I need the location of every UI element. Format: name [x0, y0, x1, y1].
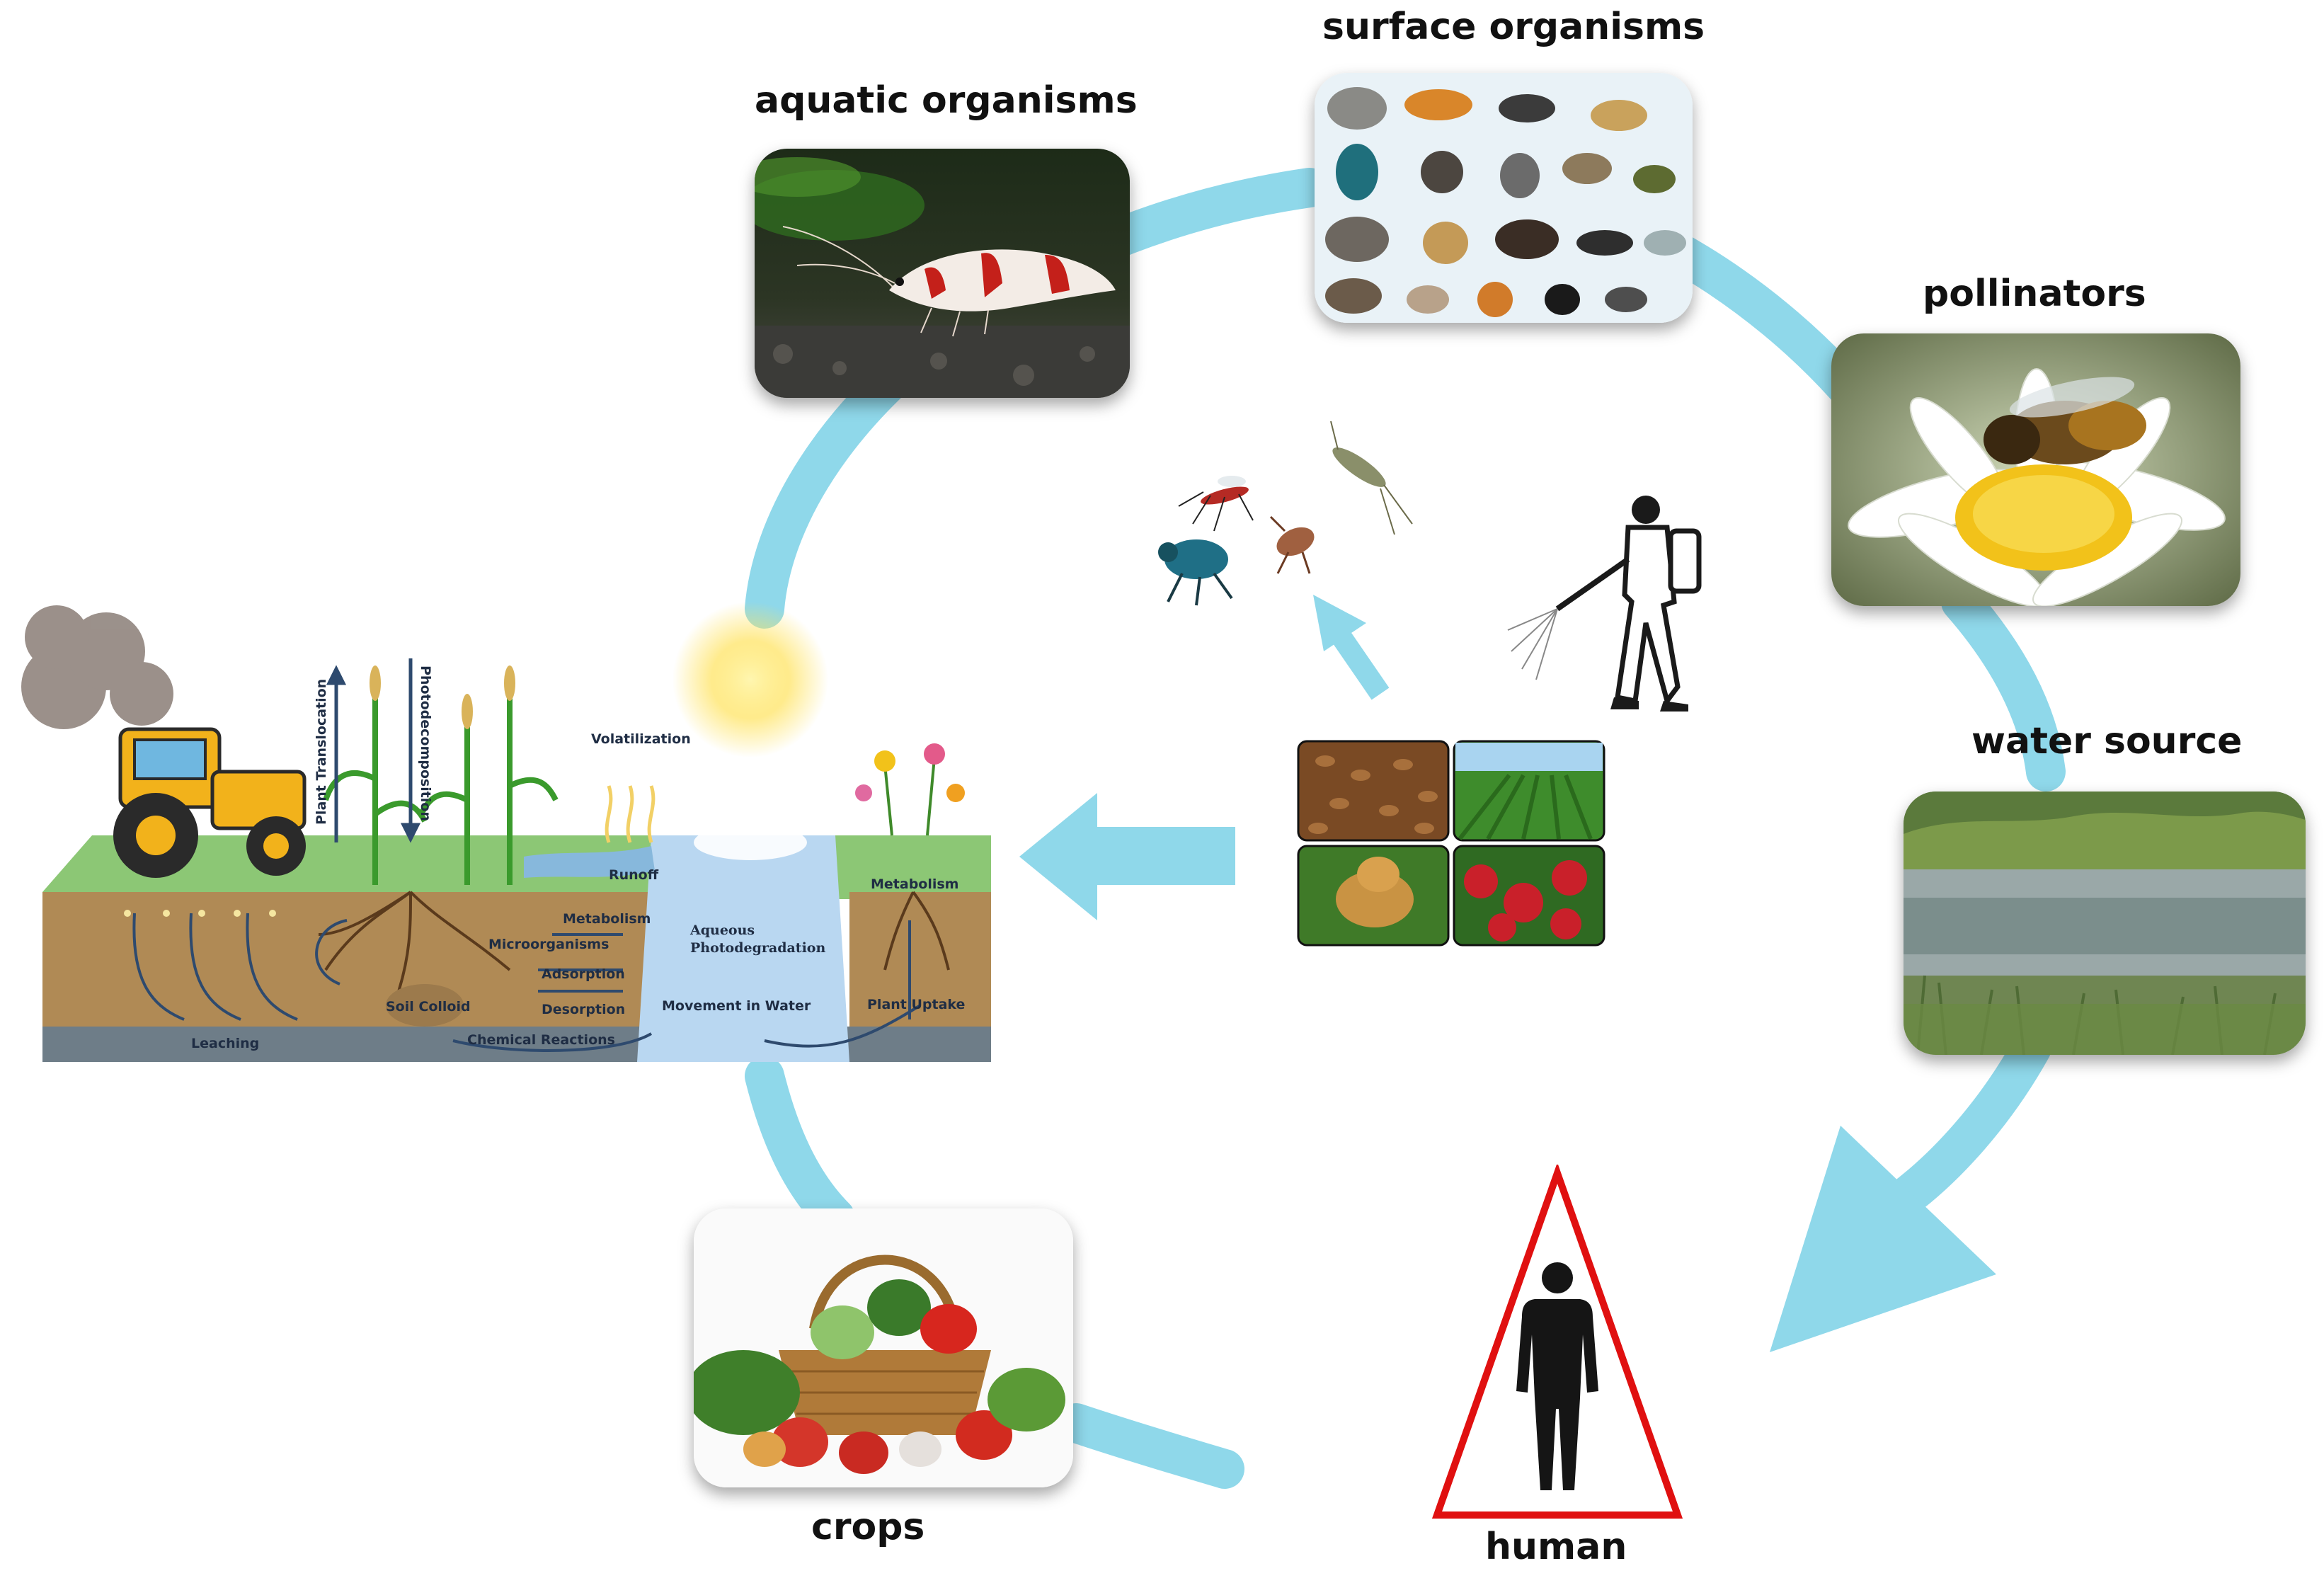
stink-bug-icon: [1269, 515, 1315, 574]
grid-apples-image: [1453, 845, 1605, 947]
arc-water-to-human: [1877, 1028, 2051, 1223]
tractor-smoke: [21, 605, 173, 729]
water-column: [637, 835, 849, 1062]
label-adsorption: Adsorption: [542, 966, 625, 982]
mosquito-icon: [1178, 476, 1254, 532]
label-soil-colloid: Soil Colloid: [386, 999, 471, 1015]
label-aquatic-organisms: aquatic organisms: [755, 79, 1138, 122]
label-photodecomposition: Photodecomposition: [418, 665, 433, 821]
label-chemical-reactions: Chemical Reactions: [467, 1032, 615, 1048]
grid-dog-image: [1297, 845, 1450, 947]
farmer-spraying-icon: [1507, 496, 1702, 712]
animal-thumbnails: [1325, 87, 1686, 317]
arc-soil-to-crops: [745, 1056, 855, 1238]
human-silhouette-icon: [1516, 1262, 1598, 1490]
silverfish-icon: [1330, 421, 1413, 535]
label-plant-uptake: Plant Uptake: [867, 997, 965, 1012]
human-warning-sign: [1431, 1165, 1683, 1519]
arrow-to-pests-shaft: [1332, 631, 1390, 700]
grid-seeds-image: [1297, 740, 1450, 842]
surface-organisms-photo: [1315, 73, 1693, 323]
label-metabolism-right: Metabolism: [871, 876, 958, 892]
arrow-to-pests-head: [1313, 595, 1366, 651]
arrow-to-soil-shaft: [1090, 827, 1235, 885]
label-crops: crops: [811, 1506, 925, 1548]
label-surface-organisms: surface organisms: [1322, 6, 1705, 48]
water-source-photo: [1904, 792, 2306, 1055]
label-runoff: Runoff: [609, 867, 659, 883]
label-leaching: Leaching: [191, 1036, 259, 1051]
pollinators-photo: [1831, 333, 2240, 606]
label-photodegradation: Photodegradation: [690, 940, 825, 956]
corn-plants: [323, 694, 559, 885]
label-human: human: [1485, 1526, 1627, 1568]
arc-crops-to-bottom: [1056, 1403, 1244, 1489]
label-aqueous: Aqueous: [689, 922, 755, 938]
tractor-icon: [113, 727, 307, 878]
arc-pollinators-to-water: [1941, 582, 2066, 792]
pest-insects: [1158, 421, 1413, 606]
crops-photo: [694, 1208, 1073, 1487]
label-plant-translocation: Plant Translocation: [314, 679, 329, 825]
center-image-grid: [1297, 740, 1605, 947]
arrowhead-to-human: [1770, 1126, 1996, 1352]
flowers-icon: [855, 743, 965, 836]
label-movement-in-water: Movement in Water: [662, 998, 811, 1014]
arrow-to-soil-head: [1019, 793, 1097, 920]
arc-surface-to-pollinators: [1651, 228, 1874, 416]
label-metabolism-left: Metabolism: [563, 911, 651, 927]
weevil-icon: [1158, 539, 1233, 606]
label-desorption: Desorption: [542, 1002, 625, 1017]
label-water-source: water source: [1971, 720, 2243, 762]
label-pollinators: pollinators: [1923, 273, 2146, 315]
sun-icon: [672, 602, 828, 758]
soil-process-diagram: Plant Translocation Photodecomposition V…: [21, 602, 991, 1062]
label-volatilization: Volatilization: [591, 731, 691, 747]
aquatic-organisms-photo: [755, 149, 1130, 398]
grid-field-image: [1453, 740, 1605, 842]
label-microorganisms: Microorganisms: [488, 937, 609, 952]
